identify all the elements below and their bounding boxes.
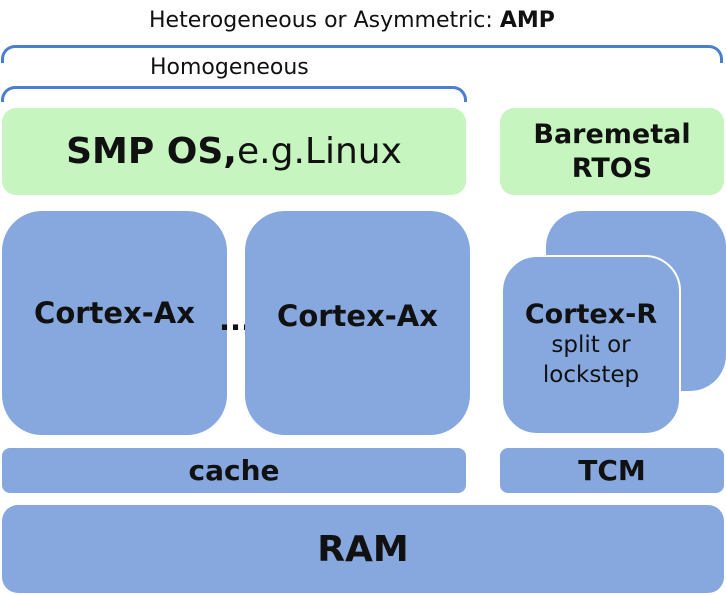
tcm-box: TCM <box>500 448 724 493</box>
smp-os-example: e.g.Linux <box>237 131 402 172</box>
amp-bracket <box>1 45 723 63</box>
cortex-r-mode-line-1: split or <box>551 332 631 358</box>
amp-label: Heterogeneous or Asymmetric: AMP <box>149 8 555 33</box>
rtos-box: Baremetal RTOS <box>500 108 724 195</box>
cortex-a-core-1: Cortex-Ax <box>2 211 227 435</box>
homogeneous-label: Homogeneous <box>150 55 309 80</box>
tcm-label: TCM <box>578 454 646 487</box>
amp-label-bold: AMP <box>499 8 555 33</box>
smp-os-box: SMP OS,e.g.Linux <box>2 108 466 195</box>
cortex-a-core-2: Cortex-Ax <box>245 211 470 435</box>
amp-label-text: Heterogeneous or Asymmetric: <box>149 8 500 33</box>
cortex-r-mode-line-2: lockstep <box>542 362 640 388</box>
ram-label: RAM <box>317 528 409 570</box>
cortex-a-core-1-label: Cortex-Ax <box>34 296 195 330</box>
rtos-line-1: Baremetal <box>533 118 691 150</box>
rtos-line-2: RTOS <box>571 152 653 184</box>
cortex-r-core-front: Cortex-R split or lockstep <box>501 255 681 435</box>
ram-box: RAM <box>2 505 724 593</box>
homogeneous-bracket <box>1 86 467 102</box>
cortex-r-title: Cortex-R <box>524 299 658 330</box>
cache-label: cache <box>188 454 280 487</box>
smp-os-title: SMP OS, <box>66 131 237 172</box>
cache-box: cache <box>2 448 466 493</box>
cortex-a-core-2-label: Cortex-Ax <box>277 298 438 333</box>
